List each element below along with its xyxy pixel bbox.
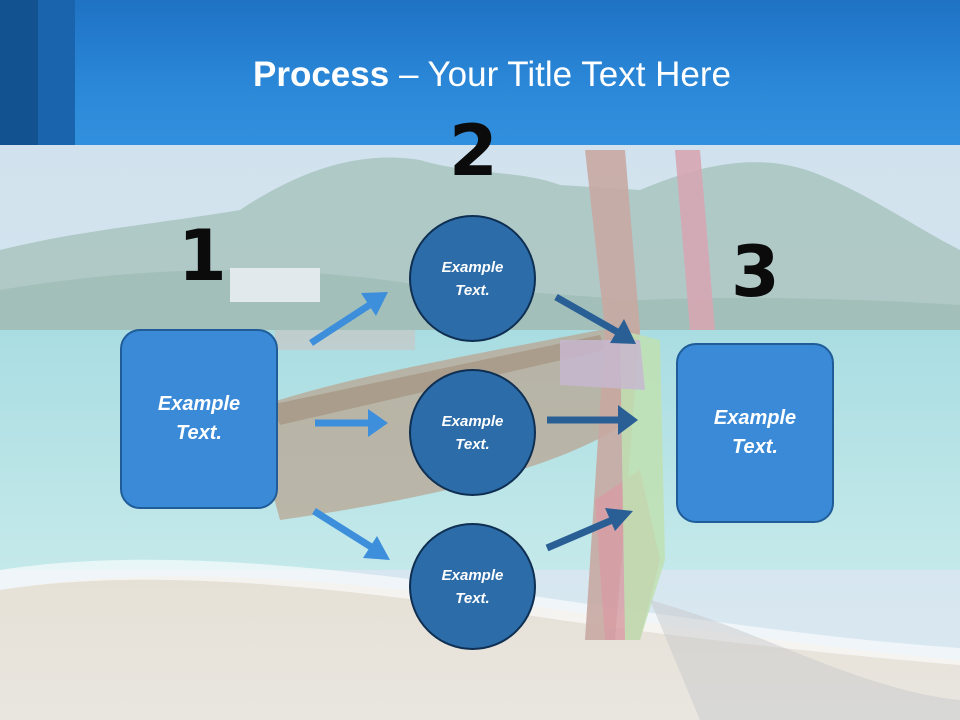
- step-number-1: 1: [178, 215, 227, 297]
- circle-middle-text: Example Text.: [441, 412, 504, 453]
- middle-circle-bottom: Example Text.: [409, 523, 536, 650]
- circle-top-text: Example Text.: [441, 258, 504, 299]
- arrow-circle-middle-to-box3: [547, 405, 638, 435]
- title-bold: Process: [253, 55, 390, 94]
- banner-stripe-medium: [38, 0, 75, 145]
- step-number-3: 3: [731, 231, 780, 313]
- banner-stripe-dark: [0, 0, 38, 145]
- step-3-text: Example Text.: [713, 407, 797, 458]
- arrow-box1-to-circle-bottom: [312, 508, 390, 560]
- title-banner: Process – Your Title Text Here: [0, 0, 960, 145]
- step-1-text: Example Text.: [157, 393, 241, 444]
- slide-title: Process – Your Title Text Here: [0, 55, 960, 95]
- title-rest: – Your Title Text Here: [389, 55, 731, 94]
- step-3-box: Example Text.: [676, 343, 834, 523]
- arrow-box1-to-circle-top: [309, 292, 388, 346]
- step-1-box: Example Text.: [120, 329, 278, 509]
- step-number-2: 2: [449, 110, 498, 192]
- circle-bottom-text: Example Text.: [441, 566, 504, 607]
- arrow-box1-to-circle-middle: [315, 409, 388, 437]
- arrow-circle-bottom-to-box3: [545, 508, 633, 552]
- middle-circle-middle: Example Text.: [409, 369, 536, 496]
- middle-circle-top: Example Text.: [409, 215, 536, 342]
- arrow-circle-top-to-box3: [554, 293, 636, 344]
